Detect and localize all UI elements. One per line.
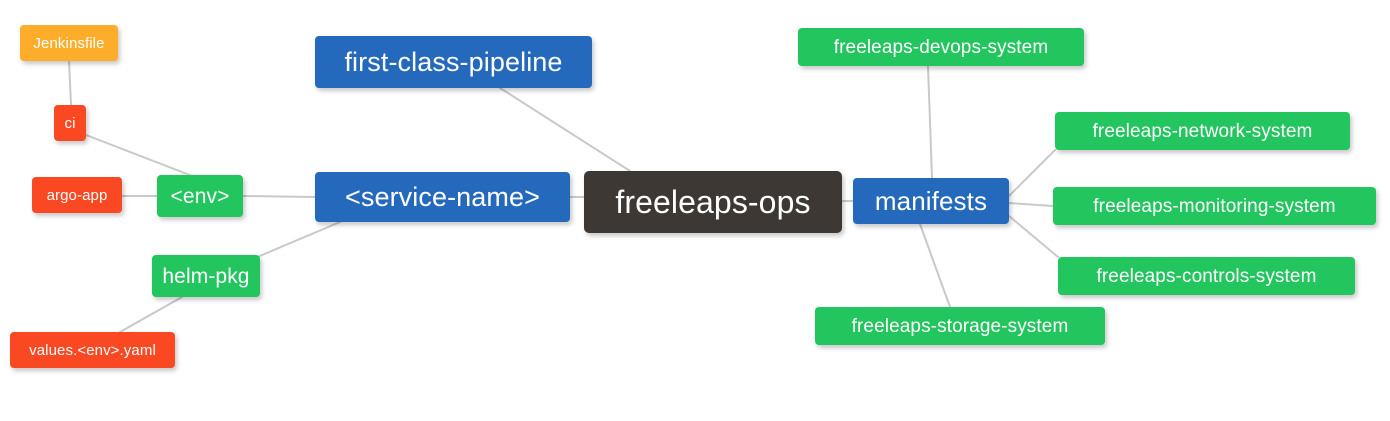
mindmap-node-controls-system[interactable]: freeleaps-controls-system: [1058, 257, 1355, 295]
edge-monitoring-system-to-manifests: [1008, 202, 1054, 207]
edge-devops-system-to-manifests: [927, 65, 933, 179]
node-label: manifests: [874, 186, 988, 216]
edge-first-class-pipeline-to-freeleaps-ops: [499, 87, 631, 172]
mindmap-node-helm-pkg[interactable]: helm-pkg: [152, 255, 260, 297]
mindmap-node-freeleaps-ops[interactable]: freeleaps-ops: [584, 171, 842, 233]
mindmap-node-service-name[interactable]: <service-name>: [315, 172, 570, 222]
mindmap-node-first-class-pipeline[interactable]: first-class-pipeline: [315, 36, 592, 88]
mindmap-node-ci[interactable]: ci: [54, 105, 86, 141]
edge-storage-system-to-manifests: [919, 223, 951, 308]
mindmap-node-storage-system[interactable]: freeleaps-storage-system: [815, 307, 1105, 345]
edge-env-to-service-name: [242, 195, 316, 198]
edge-network-system-to-manifests: [1008, 149, 1056, 197]
mindmap-node-manifests[interactable]: manifests: [853, 178, 1009, 224]
node-label: <service-name>: [345, 181, 540, 212]
node-label: freeleaps-devops-system: [833, 36, 1049, 58]
node-label: values.<env>.yaml: [29, 341, 156, 359]
node-label: freeleaps-ops: [615, 184, 811, 220]
node-label: helm-pkg: [162, 264, 250, 288]
node-label: argo-app: [46, 186, 108, 204]
mindmap-node-jenkinsfile[interactable]: Jenkinsfile: [20, 25, 118, 61]
edge-ci-to-env: [85, 134, 201, 180]
edge-jenkinsfile-to-ci: [68, 60, 72, 106]
mindmap-node-monitoring-system[interactable]: freeleaps-monitoring-system: [1053, 187, 1376, 225]
node-label: freeleaps-storage-system: [851, 315, 1069, 337]
edge-controls-system-to-manifests: [1008, 215, 1059, 258]
mindmap-node-argo-app[interactable]: argo-app: [32, 177, 122, 213]
edge-helm-pkg-to-service-name: [254, 221, 341, 259]
node-label: first-class-pipeline: [344, 46, 563, 77]
node-label: Jenkinsfile: [33, 34, 105, 52]
mindmap-node-network-system[interactable]: freeleaps-network-system: [1055, 112, 1350, 150]
mindmap-node-devops-system[interactable]: freeleaps-devops-system: [798, 28, 1084, 66]
node-label: ci: [64, 114, 76, 132]
mindmap-node-env[interactable]: <env>: [157, 175, 243, 217]
node-label: freeleaps-network-system: [1092, 120, 1313, 142]
edge-values-yaml-to-helm-pkg: [119, 296, 183, 333]
node-label: freeleaps-controls-system: [1096, 265, 1317, 287]
mindmap-node-values-yaml[interactable]: values.<env>.yaml: [10, 332, 175, 368]
node-label: freeleaps-monitoring-system: [1093, 195, 1336, 217]
node-label: <env>: [170, 184, 230, 208]
